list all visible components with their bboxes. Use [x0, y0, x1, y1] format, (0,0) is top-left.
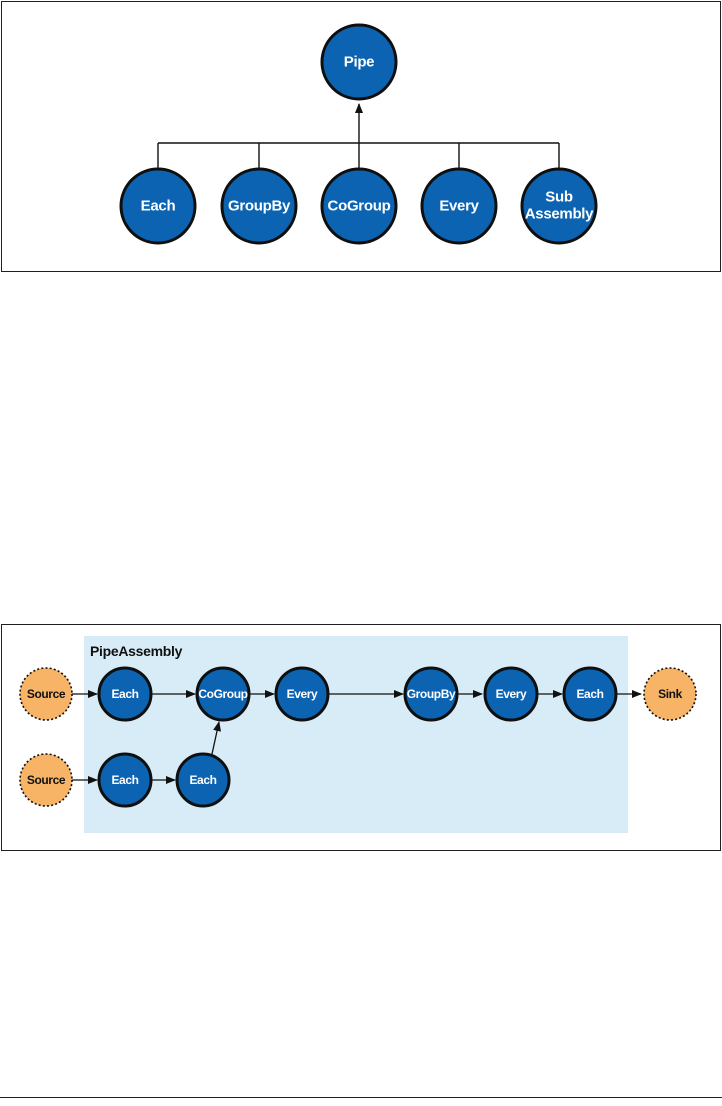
flow-node-label: CoGroup: [198, 687, 247, 701]
edge-each-to-cogroup-merge: [211, 721, 221, 755]
pipe-assembly-figure: PipeAssembly Source Source Sink: [1, 624, 721, 851]
flow-node-label: GroupBy: [407, 687, 456, 701]
flow-node-label: Every: [287, 687, 318, 701]
subassembly-node-label-line1: Sub: [545, 189, 573, 206]
cogroup-node: CoGroup: [320, 167, 398, 245]
subassembly-node: Sub Assembly: [520, 167, 598, 245]
flow-node-label: Each: [111, 773, 138, 787]
flow-node-each-3: Each: [97, 752, 153, 808]
pipe-assembly-title: PipeAssembly: [90, 643, 183, 659]
pipe-node: Pipe: [320, 23, 398, 101]
flow-node-label: Every: [496, 687, 527, 701]
groupby-node-label: GroupBy: [228, 198, 291, 215]
pipe-node-label: Pipe: [344, 54, 374, 71]
flow-node-label: Each: [111, 687, 138, 701]
every-node: Every: [420, 167, 498, 245]
flow-node-groupby: GroupBy: [403, 666, 459, 722]
each-node: Each: [119, 167, 197, 245]
source-node-bottom: Source: [19, 753, 73, 807]
sink-node: Sink: [643, 667, 697, 721]
flow-node-cogroup: CoGroup: [195, 666, 251, 722]
source-bottom-label: Source: [27, 773, 66, 787]
flow-node-label: Each: [189, 773, 216, 787]
subassembly-node-label-line2: Assembly: [525, 206, 594, 223]
pipe-assembly-region: [84, 636, 628, 833]
pipe-hierarchy-figure: Pipe Each GroupBy CoGroup Every Sub Asse…: [1, 1, 721, 272]
source-top-label: Source: [27, 687, 66, 701]
flow-node-each-1: Each: [97, 666, 153, 722]
flow-node-label: Each: [576, 687, 603, 701]
source-node-top: Source: [19, 667, 73, 721]
cogroup-node-label: CoGroup: [328, 198, 391, 215]
every-node-label: Every: [439, 198, 479, 215]
flow-node-every-2: Every: [483, 666, 539, 722]
each-node-label: Each: [141, 198, 176, 215]
flow-node-each-2: Each: [562, 666, 618, 722]
hierarchy-connectors: [157, 103, 560, 170]
flow-edges: [72, 690, 642, 784]
sink-label: Sink: [658, 687, 682, 701]
groupby-node: GroupBy: [220, 167, 298, 245]
flow-node-every-1: Every: [274, 666, 330, 722]
flow-node-each-4: Each: [175, 752, 231, 808]
